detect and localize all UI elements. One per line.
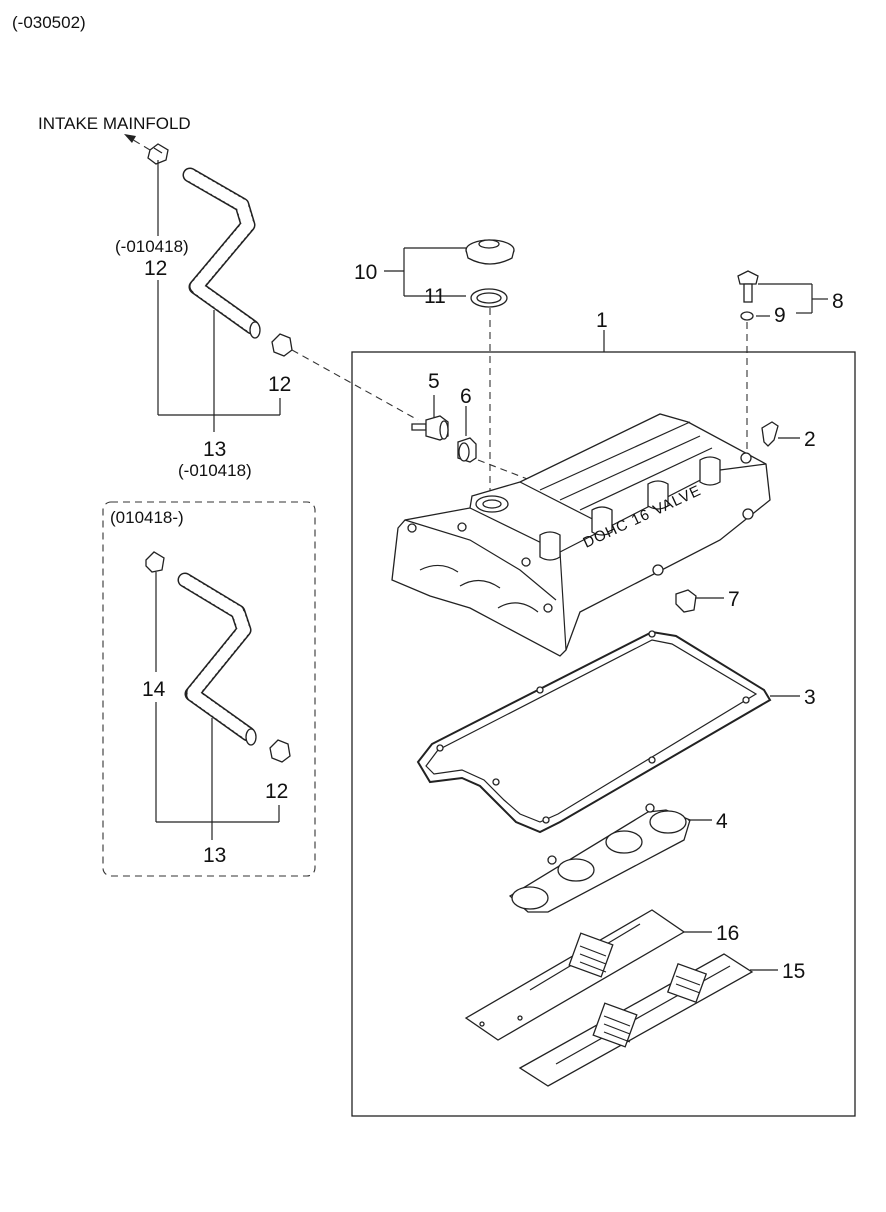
callout-16: 16 <box>716 922 739 945</box>
variant-label-early-a: (-010418) <box>115 237 189 256</box>
oil-baffle-upper <box>464 909 686 1041</box>
callout-9: 9 <box>774 304 786 327</box>
callout-14: 14 <box>142 678 166 701</box>
variant-box-late <box>102 501 316 877</box>
hose-clamp-box-top <box>145 551 165 573</box>
callout-10: 10 <box>354 261 377 284</box>
callout-8: 8 <box>832 290 844 313</box>
callout-12-box: 12 <box>265 780 288 803</box>
callout-13-top: 13 <box>203 438 226 461</box>
oil-filler-cap <box>465 239 515 265</box>
callout-15: 15 <box>782 960 805 983</box>
callout-12-top: 12 <box>144 257 167 280</box>
hose-clamp-mid <box>271 333 293 357</box>
spark-plug-gasket <box>508 803 691 913</box>
callout-7: 7 <box>728 588 740 611</box>
locating-pin <box>761 421 779 447</box>
bolt-washer <box>740 311 754 321</box>
callout-1: 1 <box>596 309 608 332</box>
hose-clamp-box-bottom <box>269 739 291 763</box>
callout-12-mid: 12 <box>268 373 291 396</box>
variant-label-late: (010418-) <box>110 508 184 527</box>
variant-label-early-b: (-010418) <box>178 461 252 480</box>
callout-6: 6 <box>460 385 472 408</box>
oil-baffle-lower <box>518 953 754 1087</box>
cover-bolt <box>737 270 759 303</box>
hose-assembly-late <box>145 551 291 840</box>
callout-13-box: 13 <box>203 844 226 867</box>
callout-11: 11 <box>424 285 446 308</box>
callout-5: 5 <box>428 370 440 393</box>
intake-manifold-label: INTAKE MAINFOLD <box>38 114 191 133</box>
intake-arrow <box>124 134 151 151</box>
cover-gasket <box>416 630 772 834</box>
oil-cap-seal <box>470 288 508 308</box>
cover-insulator <box>675 589 697 613</box>
pcv-valve <box>411 415 449 441</box>
hose-clamp-top <box>147 143 169 165</box>
callout-4: 4 <box>716 810 728 833</box>
valve-cover <box>391 413 771 657</box>
callout-2: 2 <box>804 428 816 451</box>
pcv-grommet <box>457 437 477 463</box>
callout-3: 3 <box>804 686 816 709</box>
diagram-code: (-030502) <box>12 13 86 32</box>
